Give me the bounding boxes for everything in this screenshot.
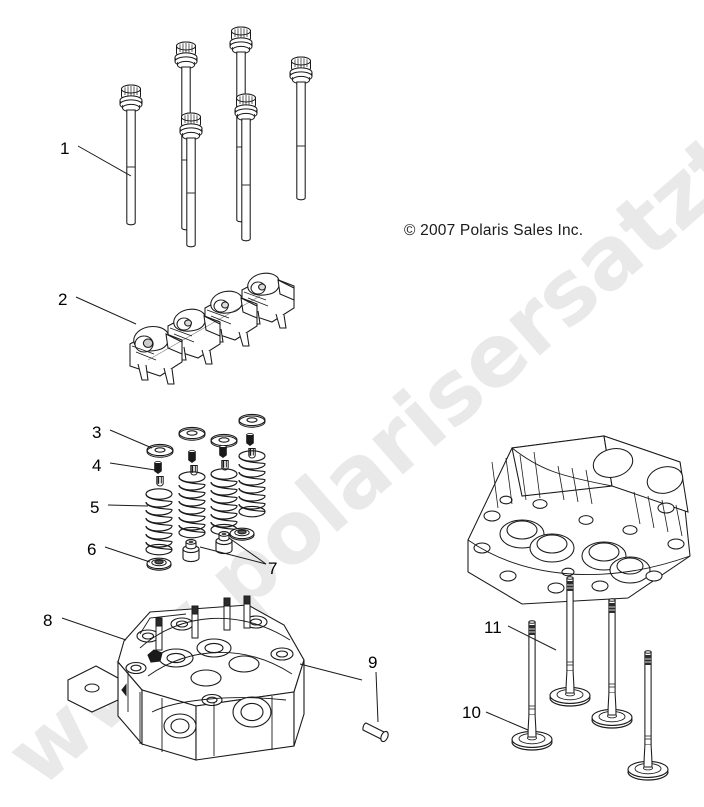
copyright-notice: © 2007 Polaris Sales Inc. xyxy=(404,222,584,239)
part-head-bolts xyxy=(119,26,313,248)
callout-7[interactable]: 7 xyxy=(268,559,278,578)
callout-10[interactable]: 10 xyxy=(462,703,481,722)
callout-3[interactable]: 3 xyxy=(92,423,102,442)
callout-5[interactable]: 5 xyxy=(90,498,100,517)
part-cylinder-head-underside xyxy=(467,435,691,605)
callout-6[interactable]: 6 xyxy=(87,540,97,559)
part-rocker-arm-assembly xyxy=(129,272,295,385)
callout-11[interactable]: 11 xyxy=(484,618,502,637)
part-dowel-pin xyxy=(362,722,389,743)
callout-9[interactable]: 9 xyxy=(368,653,378,672)
callout-1[interactable]: 1 xyxy=(60,139,70,158)
leader-lines xyxy=(61,145,557,731)
callout-2[interactable]: 2 xyxy=(58,290,68,309)
part-cylinder-head xyxy=(67,595,305,761)
callout-4[interactable]: 4 xyxy=(92,456,102,475)
callout-8[interactable]: 8 xyxy=(43,611,53,630)
